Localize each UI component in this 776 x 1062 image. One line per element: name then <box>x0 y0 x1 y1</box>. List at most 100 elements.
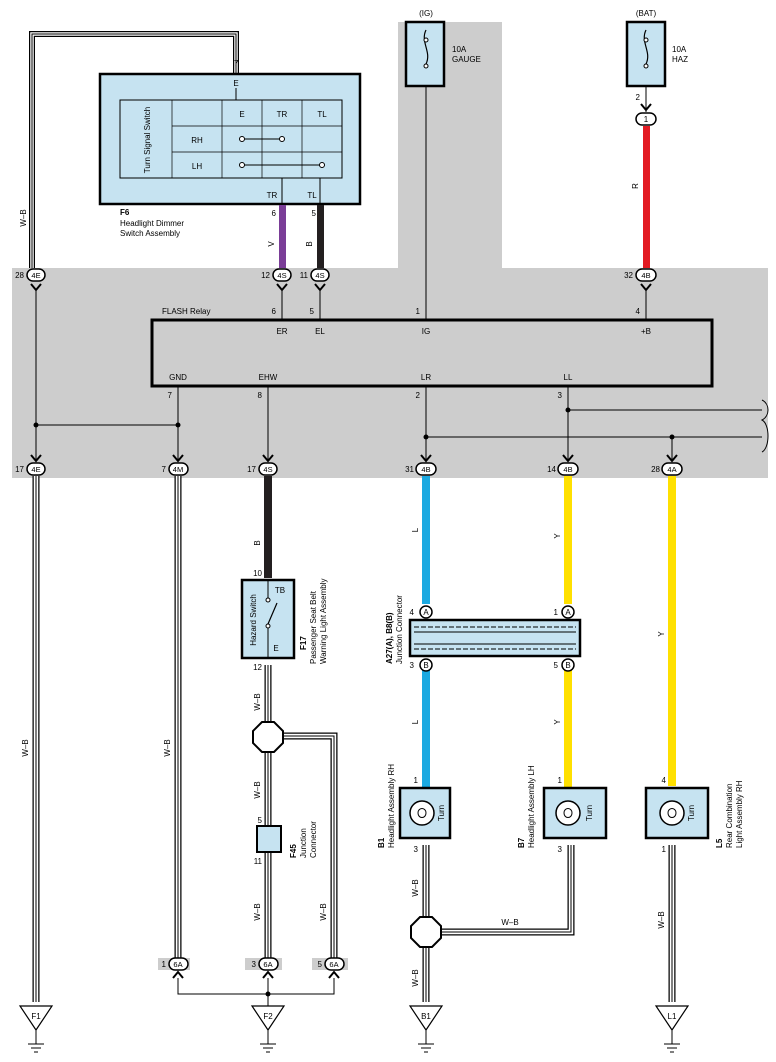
svg-text:12: 12 <box>253 663 262 672</box>
svg-text:4S: 4S <box>277 271 286 280</box>
svg-text:1: 1 <box>162 960 167 969</box>
svg-text:3: 3 <box>410 661 415 670</box>
svg-text:6: 6 <box>272 209 277 218</box>
svg-text:GAUGE: GAUGE <box>452 55 481 64</box>
f2-ground-bus <box>177 978 335 1006</box>
hazard-wire-label: B <box>253 540 262 545</box>
svg-text:FLASH Relay: FLASH Relay <box>162 307 210 316</box>
black-wire-label: B <box>305 241 314 246</box>
svg-text:2: 2 <box>416 391 421 400</box>
svg-text:10A: 10A <box>672 45 687 54</box>
svg-text:F17: F17 <box>299 636 308 650</box>
blue-wire-label-top: L <box>411 527 420 532</box>
blue-wire-lower <box>422 670 430 790</box>
svg-text:E: E <box>273 644 278 653</box>
svg-text:28: 28 <box>15 271 24 280</box>
svg-text:Headlight Assembly RH: Headlight Assembly RH <box>387 764 396 848</box>
svg-text:IG: IG <box>422 327 430 336</box>
svg-text:5: 5 <box>554 661 559 670</box>
svg-text:8: 8 <box>258 391 263 400</box>
junction-bottom-4a: 28 4A <box>651 454 683 476</box>
svg-text:11: 11 <box>300 271 309 280</box>
svg-text:TL: TL <box>317 110 327 119</box>
svg-text:(BAT): (BAT) <box>636 9 657 18</box>
svg-text:12: 12 <box>261 271 270 280</box>
svg-text:17: 17 <box>15 465 24 474</box>
ground-b1: B1 <box>408 1005 444 1053</box>
b1-wire-label: W–B <box>411 879 420 896</box>
b1-ground-wire-label: W–B <box>411 969 420 986</box>
svg-text:4B: 4B <box>563 465 572 474</box>
svg-text:Headlight Dimmer: Headlight Dimmer <box>120 219 184 228</box>
svg-text:4: 4 <box>410 608 415 617</box>
svg-text:31: 31 <box>405 465 414 474</box>
svg-text:B1: B1 <box>377 837 386 848</box>
svg-text:+B: +B <box>641 327 651 336</box>
gray-band <box>12 22 768 478</box>
svg-text:ER: ER <box>276 327 287 336</box>
svg-text:4: 4 <box>636 307 641 316</box>
ground-f2: F2 <box>250 1005 286 1053</box>
svg-text:RH: RH <box>191 136 203 145</box>
svg-text:L1: L1 <box>668 1012 677 1021</box>
svg-text:4M: 4M <box>173 465 183 474</box>
svg-text:1: 1 <box>554 608 559 617</box>
w-b-ground-wires <box>32 476 676 1002</box>
svg-text:LR: LR <box>421 373 431 382</box>
svg-text:F45: F45 <box>289 844 298 858</box>
ground-l1: L1 <box>654 1005 690 1053</box>
svg-text:1: 1 <box>558 776 563 785</box>
junction-bottom-4s: 17 4S <box>247 454 278 476</box>
svg-text:4B: 4B <box>641 271 650 280</box>
svg-text:7: 7 <box>162 465 167 474</box>
yellow-wire-label-right: Y <box>657 631 666 637</box>
ground-junction-6a-1: 1 6A <box>158 957 190 979</box>
svg-text:7: 7 <box>234 59 239 68</box>
svg-text:B7: B7 <box>517 837 526 848</box>
junction-bottom-4e: 17 4E <box>15 454 46 476</box>
svg-text:TR: TR <box>267 191 278 200</box>
svg-text:1: 1 <box>662 845 667 854</box>
svg-text:A: A <box>423 608 429 617</box>
svg-text:HAZ: HAZ <box>672 55 688 64</box>
svg-text:4S: 4S <box>263 465 272 474</box>
svg-text:6A: 6A <box>263 960 272 969</box>
lamp-l5-rear-combination-rh: 4 Turn 1 L5 Rear Combination Light Assem… <box>644 776 744 854</box>
svg-text:A27(A), B8(B): A27(A), B8(B) <box>385 612 394 664</box>
svg-text:11: 11 <box>254 857 263 866</box>
svg-text:32: 32 <box>624 271 633 280</box>
svg-text:Headlight Assembly LH: Headlight Assembly LH <box>527 765 536 848</box>
yellow-wire-upper <box>564 476 572 604</box>
svg-text:10: 10 <box>253 569 262 578</box>
svg-text:3: 3 <box>414 845 419 854</box>
svg-text:TB: TB <box>275 586 285 595</box>
svg-text:4S: 4S <box>315 271 324 280</box>
svg-text:3: 3 <box>558 845 563 854</box>
junction-top-4e: 28 4E <box>15 268 46 292</box>
svg-text:Connector: Connector <box>309 821 318 858</box>
bat-red-wire <box>643 126 650 268</box>
svg-text:5: 5 <box>312 209 317 218</box>
f45-junction-connector: 5 11 F45 Junction Connector <box>254 816 318 866</box>
f6-headlight-dimmer-switch: 7 E Turn Signal Switch E TR TL RH LH TR … <box>29 31 362 268</box>
yellow-wire-label-bottom: Y <box>553 719 562 725</box>
svg-text:4E: 4E <box>31 271 40 280</box>
l5-ground-wire-label: W–B <box>657 911 666 928</box>
svg-text:Warning Light Assembly: Warning Light Assembly <box>319 578 328 664</box>
svg-text:B1: B1 <box>421 1012 431 1021</box>
svg-text:1: 1 <box>414 776 419 785</box>
f45-wire-below-label: W–B <box>253 903 262 920</box>
svg-text:A: A <box>565 608 571 617</box>
svg-text:Turn: Turn <box>437 805 446 821</box>
svg-text:5: 5 <box>258 816 263 825</box>
svg-text:Passenger Seat Belt: Passenger Seat Belt <box>309 590 318 664</box>
svg-text:5: 5 <box>318 960 323 969</box>
svg-text:L5: L5 <box>715 838 724 848</box>
svg-text:4: 4 <box>662 776 667 785</box>
svg-text:Hazard Switch: Hazard Switch <box>249 594 258 646</box>
svg-text:Light Assembly RH: Light Assembly RH <box>735 780 744 848</box>
yellow-wire-right <box>668 476 676 786</box>
svg-text:F6: F6 <box>120 208 130 217</box>
svg-text:Turn: Turn <box>585 805 594 821</box>
blue-wire-label-bottom: L <box>411 719 420 724</box>
